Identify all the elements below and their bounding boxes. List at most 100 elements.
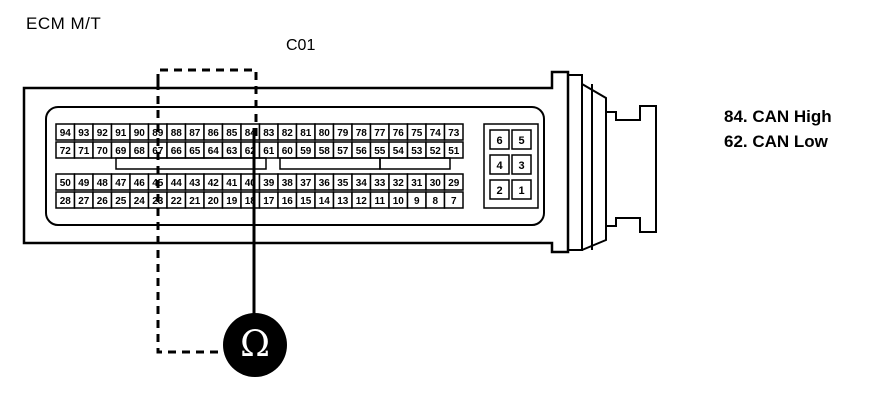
- small-pin-cell: [489, 179, 510, 200]
- pin-number: 56: [356, 146, 368, 157]
- pin-number: 35: [337, 178, 349, 189]
- keying-bars: [115, 157, 451, 170]
- pin-number: 82: [282, 128, 294, 139]
- pin-number: 80: [319, 128, 331, 139]
- pin-number: 92: [97, 128, 109, 139]
- pin-cell: [443, 141, 464, 159]
- small-pin-cell: [489, 129, 510, 150]
- ohmmeter: [223, 313, 287, 377]
- pin-number: 21: [189, 196, 201, 207]
- pin-cell: [443, 173, 464, 191]
- pin-number: 30: [430, 178, 442, 189]
- pin-number: 63: [226, 146, 238, 157]
- pin-number: 51: [448, 146, 460, 157]
- pin-number: 14: [319, 196, 331, 207]
- pin-number: 12: [356, 196, 368, 207]
- pin-number: 48: [97, 178, 109, 189]
- small-pin-cell: [489, 154, 510, 175]
- pin-number: 9: [414, 196, 420, 207]
- pin-number: 31: [411, 178, 423, 189]
- pin-number: 78: [356, 128, 368, 139]
- pin-number: 73: [448, 128, 460, 139]
- pin-number: 50: [60, 178, 72, 189]
- small-pin-cell: [511, 129, 532, 150]
- pin-number: 40: [245, 178, 257, 189]
- pin-number: 43: [189, 178, 201, 189]
- pin-number: 90: [134, 128, 146, 139]
- pin-number: 66: [171, 146, 183, 157]
- pin-number: 69: [115, 146, 127, 157]
- small-pin-cell: [511, 154, 532, 175]
- pin-number: 26: [97, 196, 109, 207]
- pin-number: 10: [393, 196, 405, 207]
- pin-number: 37: [300, 178, 312, 189]
- pin-number: 70: [97, 146, 109, 157]
- pin-number: 24: [134, 196, 146, 207]
- pin-number: 72: [60, 146, 72, 157]
- pin-number: 52: [430, 146, 442, 157]
- pin-number: 88: [171, 128, 183, 139]
- pin-number: 49: [78, 178, 90, 189]
- pin-number: 85: [226, 128, 238, 139]
- pin-number: 8: [432, 196, 438, 207]
- small-pin-number: 6: [496, 135, 502, 147]
- pin-number: 81: [300, 128, 312, 139]
- probe-wire-dashed-lower: [156, 82, 222, 354]
- pin-number: 76: [393, 128, 405, 139]
- ecm-housing: [22, 70, 570, 254]
- pin-number: 89: [152, 128, 164, 139]
- pin-number: 34: [356, 178, 368, 189]
- pin-number: 77: [374, 128, 386, 139]
- pin-number: 74: [430, 128, 442, 139]
- pin-number: 83: [263, 128, 275, 139]
- pin-number: 42: [208, 178, 220, 189]
- pin-number: 15: [300, 196, 312, 207]
- diagram-title: ECM M/T: [26, 14, 102, 33]
- pin-legend: 84. CAN High 62. CAN Low: [724, 104, 832, 154]
- small-pin-number: 5: [518, 135, 524, 147]
- pin-number: 17: [263, 196, 275, 207]
- pin-number: 75: [411, 128, 423, 139]
- legend-item-can-low: 62. CAN Low: [724, 132, 828, 151]
- pin-cell: [443, 191, 464, 209]
- pin-number: 39: [263, 178, 275, 189]
- small-pin-number: 2: [496, 185, 502, 197]
- pin-number: 28: [60, 196, 72, 207]
- pin-number: 22: [171, 196, 183, 207]
- pin-number: 86: [208, 128, 220, 139]
- pin-cell: [443, 123, 464, 141]
- pin-number: 58: [319, 146, 331, 157]
- connector-label: C01: [286, 37, 316, 54]
- pin-number: 18: [245, 196, 257, 207]
- small-pin-number: 1: [518, 185, 524, 197]
- pin-number: 62: [245, 146, 257, 157]
- pin-number: 60: [282, 146, 294, 157]
- pin-number: 7: [451, 196, 457, 207]
- pin-number: 59: [300, 146, 312, 157]
- pin-number: 41: [226, 178, 238, 189]
- connector-inner-frame: [45, 106, 545, 226]
- small-pin-cell: [511, 179, 532, 200]
- small-block-frame: [483, 123, 539, 209]
- small-pin-number: 4: [496, 160, 503, 172]
- pin-number: 64: [208, 146, 220, 157]
- pin-number: 68: [134, 146, 146, 157]
- pin-number: 84: [245, 128, 257, 139]
- connector-latch: [567, 74, 657, 251]
- pin-number: 61: [263, 146, 275, 157]
- pin-number: 79: [337, 128, 349, 139]
- pin-number: 25: [115, 196, 127, 207]
- pin-number: 93: [78, 128, 90, 139]
- pin-number: 91: [115, 128, 127, 139]
- small-pin-number: 3: [518, 160, 524, 172]
- pin-number: 11: [374, 196, 385, 207]
- pin-number: 33: [374, 178, 386, 189]
- pin-number: 27: [78, 196, 90, 207]
- pin-number: 87: [189, 128, 201, 139]
- pin-number: 29: [448, 178, 460, 189]
- pin-number: 32: [393, 178, 405, 189]
- pin-number: 36: [319, 178, 331, 189]
- probe-wire-dashed: [156, 68, 258, 138]
